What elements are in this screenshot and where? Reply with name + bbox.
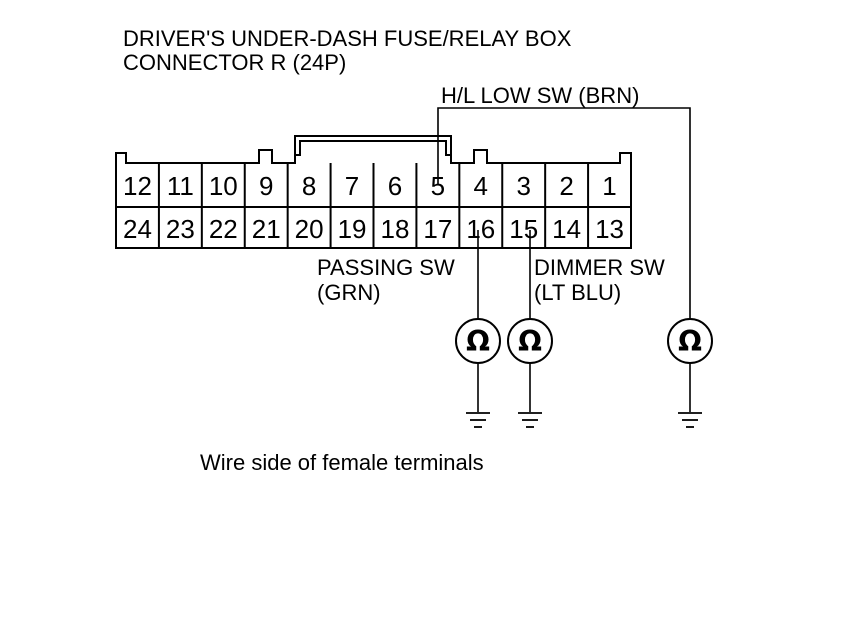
top-row-terminal-2: 2 [559, 171, 573, 201]
connector-column-dividers [157, 163, 590, 248]
bottom-row-terminal-18: 18 [380, 214, 409, 244]
top-row-terminal-11: 11 [167, 171, 194, 201]
bottom-row-terminal-16: 16 [466, 214, 495, 244]
bottom-row-terminal-21: 21 [252, 214, 281, 244]
bottom-row-terminal-24: 24 [123, 214, 152, 244]
bottom-row-terminal-13: 13 [595, 214, 624, 244]
bottom-row-terminal-15: 15 [509, 214, 538, 244]
dimmer-sw-label: DIMMER SW [534, 255, 665, 280]
passing-sw-color-label: (GRN) [317, 280, 381, 305]
top-row-terminal-1: 1 [602, 171, 616, 201]
bottom-row-terminal-17: 17 [423, 214, 452, 244]
connector-latch-inner [295, 140, 451, 156]
bottom-row-terminal-22: 22 [209, 214, 238, 244]
top-row-terminal-4: 4 [474, 171, 488, 201]
top-row-terminal-5: 5 [431, 171, 445, 201]
top-row-terminal-12: 12 [123, 171, 152, 201]
top-row-terminal-6: 6 [388, 171, 402, 201]
bottom-row-terminal-23: 23 [166, 214, 195, 244]
ohmmeter-dimmer: Ω [507, 318, 553, 428]
ohm-symbol: Ω [678, 325, 702, 358]
diagram-title-line2: CONNECTOR R (24P) [123, 50, 347, 75]
top-row-terminal-10: 10 [209, 171, 238, 201]
ohmmeter-passing: Ω [455, 318, 501, 428]
bottom-row-terminal-19: 19 [338, 214, 367, 244]
diagram-title-line1: DRIVER'S UNDER-DASH FUSE/RELAY BOX [123, 26, 572, 51]
top-row-terminal-7: 7 [345, 171, 359, 201]
dimmer-sw-color-label: (LT BLU) [534, 280, 622, 305]
caption-wire-side: Wire side of female terminals [200, 450, 484, 475]
bottom-row-terminal-14: 14 [552, 214, 581, 244]
wires [437, 107, 691, 318]
ohmmeter-hl-low: Ω [667, 318, 713, 428]
passing-sw-label: PASSING SW [317, 255, 455, 280]
top-row-terminal-8: 8 [302, 171, 316, 201]
connector-outline [115, 135, 632, 249]
wire-hl-low [437, 107, 691, 318]
top-row-terminal-9: 9 [259, 171, 273, 201]
hl-low-sw-label: H/L LOW SW (BRN) [441, 83, 640, 108]
top-row-terminal-3: 3 [516, 171, 530, 201]
ohm-symbol: Ω [466, 325, 490, 358]
bottom-row-terminal-20: 20 [295, 214, 324, 244]
ohm-symbol: Ω [518, 325, 542, 358]
